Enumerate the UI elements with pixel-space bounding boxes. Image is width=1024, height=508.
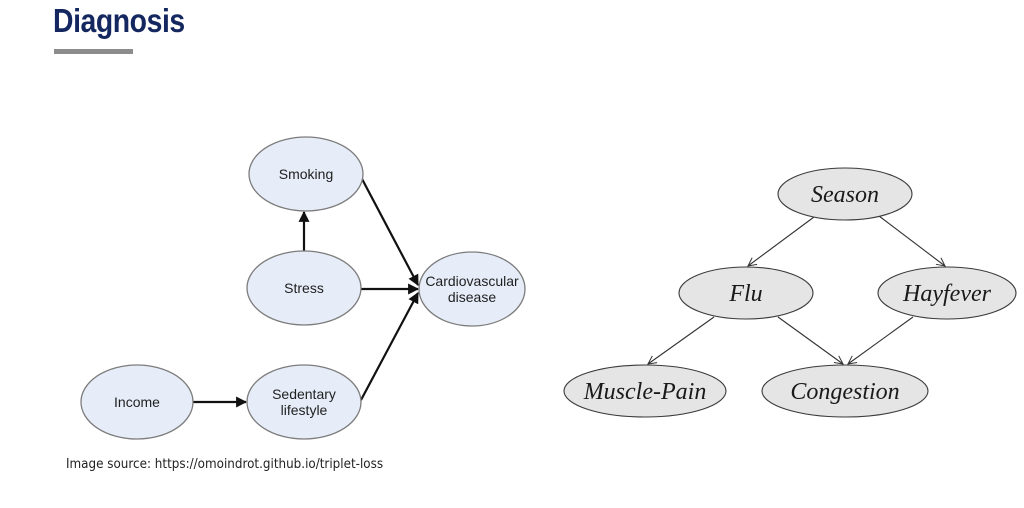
node-congestion-shape <box>761 364 929 418</box>
edge-flu-to-congestion <box>777 316 843 364</box>
edge-season-to-flu <box>748 216 815 266</box>
node-congestion-label: Congestion <box>790 379 899 405</box>
node-season-label: Season <box>811 182 879 208</box>
edge-flu-to-musclepain <box>648 316 715 364</box>
node-musclepain: Muscle-Pain <box>563 364 727 418</box>
node-hayfever-label: Hayfever <box>902 281 992 307</box>
node-sedentary-shape <box>246 364 362 440</box>
edge-smoking-to-cardio <box>360 176 419 286</box>
edge-season-to-hayfever <box>878 215 945 266</box>
node-income-shape <box>80 364 194 440</box>
node-flu-label: Flu <box>728 281 762 307</box>
node-season: Season <box>777 167 913 221</box>
node-smoking: Smoking <box>248 136 364 212</box>
node-congestion: Congestion <box>761 364 929 418</box>
node-cardio-label: disease <box>448 289 496 305</box>
node-flu: Flu <box>678 266 814 320</box>
edge-sedentary-to-cardio <box>360 292 419 401</box>
node-stress-label: Stress <box>284 280 324 296</box>
node-hayfever: Hayfever <box>877 266 1017 320</box>
title-underline <box>54 49 133 54</box>
node-income: Income <box>80 364 194 440</box>
node-musclepain-shape <box>563 364 727 418</box>
node-hayfever-shape <box>877 266 1017 320</box>
node-income-label: Income <box>114 394 160 410</box>
node-stress-shape <box>246 250 362 326</box>
left-diagram-edges <box>193 176 420 408</box>
node-smoking-label: Smoking <box>279 166 333 182</box>
node-stress: Stress <box>246 250 362 326</box>
node-smoking-shape <box>248 136 364 212</box>
node-musclepain-label: Muscle-Pain <box>583 379 707 405</box>
right-diagram-edges <box>648 215 945 364</box>
image-source-caption: Image source: https://omoindrot.github.i… <box>66 457 384 472</box>
slide-title: Diagnosis <box>53 2 185 39</box>
edge-hayfever-to-congestion <box>848 316 914 364</box>
node-sedentary-label: lifestyle <box>281 402 328 418</box>
node-season-shape <box>777 167 913 221</box>
node-sedentary-label: Sedentary <box>272 386 336 402</box>
node-flu-shape <box>678 266 814 320</box>
node-cardio-label: Cardiovascular <box>425 273 519 289</box>
node-cardio-shape <box>418 251 526 327</box>
